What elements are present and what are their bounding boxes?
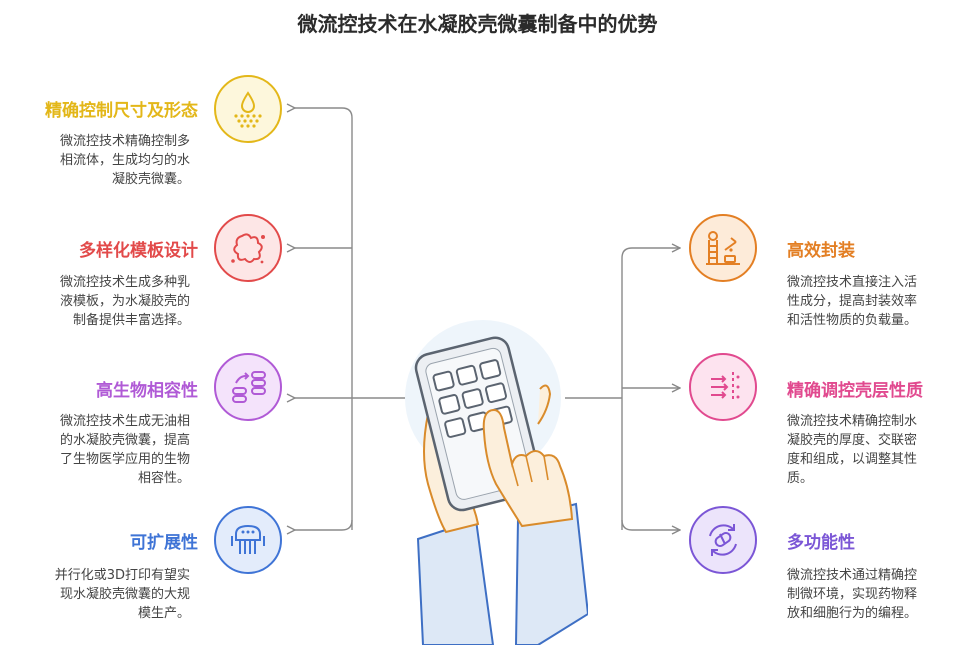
hands-tablet-icon (405, 320, 588, 645)
desc-line: 制微环境，实现药物释 (787, 587, 918, 602)
desc-line: 现水凝胶壳微囊的大规 (59, 587, 190, 602)
desc-line: 微流控技术生成多种乳 (59, 275, 190, 290)
parallel-device-icon (214, 506, 282, 574)
desc-biocompatibility: 微流控技术生成无油相 的水凝胶壳微囊，提高 了生物医学应用的生物 相容性。 (30, 412, 190, 488)
desc-line: 制备提供丰富选择。 (72, 313, 190, 328)
desc-line: 相流体，生成均匀的水 (59, 153, 190, 168)
desc-line: 液模板，为水凝胶壳的 (59, 294, 190, 309)
desc-shell-properties: 微流控技术精确控制水 凝胶壳的厚度、交联密 度和组成，以调整其性 质。 (787, 412, 947, 488)
desc-template-design: 微流控技术生成多种乳 液模板，为水凝胶壳的 制备提供丰富选择。 (30, 273, 190, 330)
desc-line: 度和组成，以调整其性 (787, 452, 918, 467)
heading-shell-properties: 精确调控壳层性质 (787, 381, 923, 401)
droplet-dots-icon (214, 75, 282, 143)
encapsulation-machine-icon (689, 214, 757, 282)
capsule-cycle-icon (689, 506, 757, 574)
heading-size-control: 精确控制尺寸及形态 (45, 101, 198, 121)
heading-template-design: 多样化模板设计 (79, 241, 198, 261)
desc-size-control: 微流控技术精确控制多 相流体，生成均匀的水 凝胶壳微囊。 (30, 132, 190, 189)
desc-line: 的水凝胶壳微囊，提高 (59, 433, 190, 448)
heading-scalability: 可扩展性 (130, 533, 198, 553)
desc-line: 微流控技术通过精确控 (787, 568, 918, 583)
desc-line: 性成分，提高封装效率 (787, 294, 918, 309)
desc-line: 了生物医学应用的生物 (59, 452, 190, 467)
splash-blob-icon (214, 214, 282, 282)
desc-line: 并行化或3D打印有望实 (54, 568, 190, 583)
desc-line: 相容性。 (137, 471, 190, 486)
desc-line: 凝胶壳的厚度、交联密 (787, 433, 918, 448)
desc-scalability: 并行化或3D打印有望实 现水凝胶壳微囊的大规 模生产。 (30, 566, 190, 623)
desc-line: 放和细胞行为的编程。 (787, 606, 918, 621)
desc-line: 质。 (787, 471, 814, 486)
page-title: 微流控技术在水凝胶壳微囊制备中的优势 (297, 12, 658, 36)
desc-line: 模生产。 (137, 606, 190, 621)
cell-stacks-icon (214, 353, 282, 421)
heading-multifunctionality: 多功能性 (787, 533, 855, 553)
desc-line: 凝胶壳微囊。 (111, 172, 190, 187)
desc-multifunctionality: 微流控技术通过精确控 制微环境，实现药物释 放和细胞行为的编程。 (787, 566, 947, 623)
desc-line: 微流控技术生成无油相 (59, 414, 190, 429)
heading-biocompatibility: 高生物相容性 (96, 381, 198, 401)
desc-encapsulation: 微流控技术直接注入活 性成分，提高封装效率 和活性物质的负载量。 (787, 273, 947, 330)
heading-encapsulation: 高效封装 (787, 241, 855, 261)
desc-line: 微流控技术精确控制水 (787, 414, 918, 429)
desc-line: 微流控技术精确控制多 (59, 134, 190, 149)
desc-line: 和活性物质的负载量。 (787, 313, 918, 328)
layer-tuning-icon (689, 353, 757, 421)
desc-line: 微流控技术直接注入活 (787, 275, 918, 290)
